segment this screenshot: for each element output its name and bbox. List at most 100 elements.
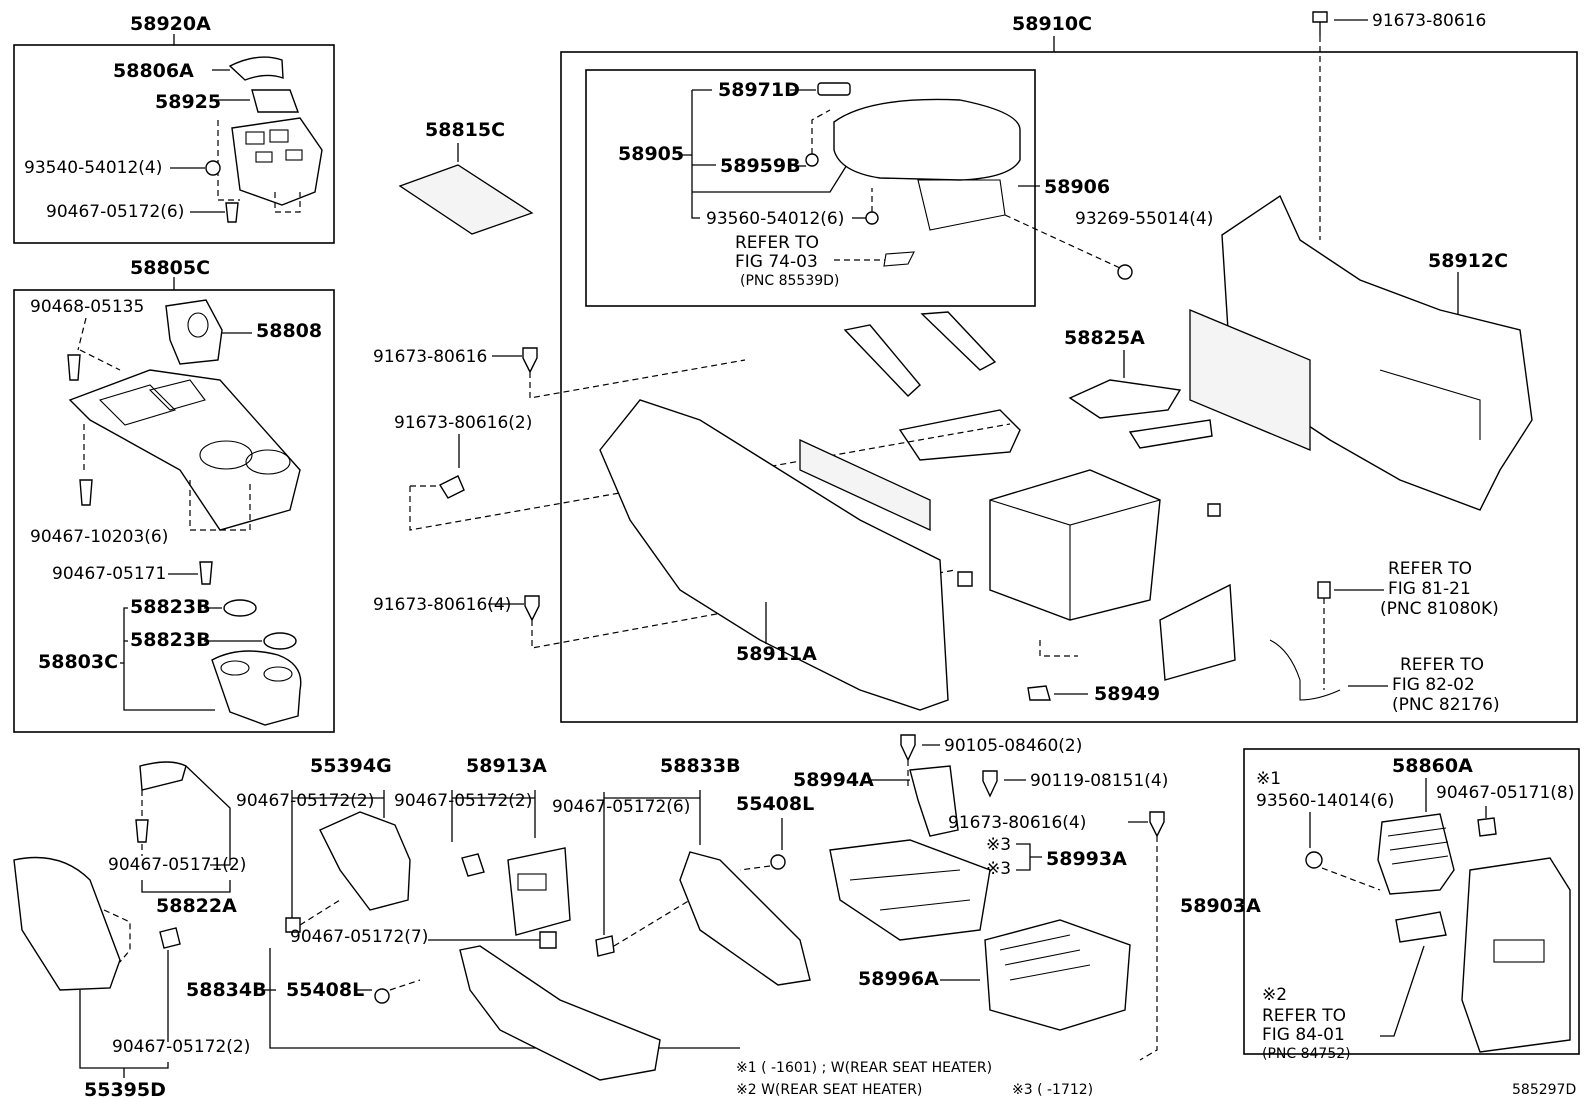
part-58913A-panel [507, 847, 571, 936]
part-58906-armrest [833, 98, 1021, 181]
clip-90467-2a [285, 917, 301, 933]
label-58805C: 58805C [130, 257, 210, 279]
clip-90467-05171a [199, 561, 213, 585]
label-90467-05171a: 90467-05171 [52, 564, 166, 584]
label-refer74-2: FIG 74-03 [735, 252, 818, 272]
screw-91673-4a [524, 595, 540, 622]
label-refer81-1: REFER TO [1388, 559, 1472, 579]
label-58825A: 58825A [1064, 327, 1145, 349]
screw-55408L-b [374, 988, 390, 1004]
clip-90467-7 [539, 931, 557, 949]
label-mark3a: ※3 [986, 835, 1011, 855]
label-58806A: 58806A [113, 60, 194, 82]
label-55408L-a: 55408L [736, 793, 814, 815]
label-90467-05172-2b: 90467-05172(2) [394, 791, 532, 811]
part-58911A-pad [799, 438, 931, 532]
part-58903A-rear-panel [1461, 857, 1571, 1053]
screw-90105 [900, 734, 916, 762]
label-58959B: 58959B [720, 155, 801, 177]
part-58834B-panel [459, 945, 661, 1081]
part-58993A-frame [829, 839, 991, 941]
part-bracket-b [920, 311, 997, 371]
label-58925: 58925 [155, 91, 221, 113]
clip-box-left [957, 571, 973, 587]
screw-93560-14014 [1305, 851, 1323, 869]
screw-93560 [865, 211, 879, 225]
label-90467-05172-6b: 90467-05172(6) [552, 797, 690, 817]
label-90105: 90105-08460(2) [944, 736, 1082, 756]
label-58971D: 58971D [718, 79, 800, 101]
part-58971D [817, 82, 851, 96]
label-58833B: 58833B [660, 755, 741, 777]
label-90467-05172-2a: 90467-05172(2) [236, 791, 374, 811]
label-58949: 58949 [1094, 683, 1160, 705]
label-refer84-2: FIG 84-01 [1262, 1025, 1345, 1045]
footnote-3: ※3 ( -1712) [1012, 1082, 1093, 1098]
label-93269: 93269-55014(4) [1075, 209, 1213, 229]
part-bracket-a [843, 324, 921, 397]
label-91673-2: 91673-80616(2) [394, 413, 532, 433]
label-58996A: 58996A [858, 968, 939, 990]
label-55408L-b: 55408L [286, 979, 364, 1001]
part-console-box [989, 469, 1161, 621]
label-58860A: 58860A [1392, 755, 1473, 777]
part-58806A-lid [228, 56, 284, 81]
label-58912C: 58912C [1428, 250, 1508, 272]
label-91673-4a: 91673-80616(4) [373, 595, 511, 615]
label-58903A: 58903A [1180, 895, 1261, 917]
label-93560-54012: 93560-54012(6) [706, 209, 844, 229]
label-58910C: 58910C [1012, 13, 1092, 35]
part-rear-switch [1395, 911, 1447, 943]
footnote-1: ※1 ( -1601) ; W(REAR SEAT HEATER) [736, 1060, 992, 1076]
label-58834B: 58834B [186, 979, 267, 1001]
footnote-2: ※2 W(REAR SEAT HEATER) [736, 1082, 922, 1098]
label-refer82-1: REFER TO [1400, 655, 1484, 675]
label-refer81-2: FIG 81-21 [1388, 579, 1471, 599]
clip-55395D [159, 927, 181, 949]
label-55394G: 55394G [310, 755, 392, 777]
part-55395D-panel [13, 856, 121, 991]
part-58822A-cover [139, 761, 187, 791]
part-58833B-panel [679, 851, 811, 986]
label-93540: 93540-54012(4) [24, 158, 162, 178]
label-refer82-3: (PNC 82176) [1392, 695, 1500, 715]
part-58860A-vent [1377, 813, 1455, 895]
label-90467-10203: 90467-10203(6) [30, 527, 168, 547]
clip-90467-6b [595, 935, 615, 957]
part-58803C-cupholder [211, 650, 302, 726]
clip-90467-2b [461, 853, 485, 877]
label-58822A: 58822A [156, 895, 237, 917]
label-91673-top: 91673-80616 [1372, 11, 1486, 31]
ring-58823B-1 [223, 599, 257, 617]
part-box-bracket [1159, 583, 1236, 681]
part-58925-mat [251, 89, 299, 113]
connector-81 [1317, 581, 1331, 599]
label-58808: 58808 [256, 320, 322, 342]
screw-91673-2 [439, 475, 465, 499]
clip-box-right [1207, 503, 1221, 517]
clip-90468 [67, 354, 81, 381]
label-91673-4b: 91673-80616(4) [948, 813, 1086, 833]
part-58912C-pad [1189, 309, 1311, 451]
screw-93269 [1117, 264, 1133, 280]
part-console-upper-panel [68, 369, 301, 531]
label-58823B-2: 58823B [130, 629, 211, 651]
label-refer84-1: REFER TO [1262, 1006, 1346, 1026]
screw-90119 [982, 770, 998, 798]
part-58949 [1027, 685, 1051, 701]
diagram-code: 585297D [1512, 1082, 1576, 1098]
label-90468: 90468-05135 [30, 297, 144, 317]
part-58911A-side-panel [599, 399, 949, 711]
label-refer84-3: (PNC 84752) [1262, 1046, 1351, 1062]
label-90467-05171-8: 90467-05171(8) [1436, 783, 1574, 803]
label-58803C: 58803C [38, 651, 118, 673]
label-90467-05172-6a: 90467-05172(6) [46, 202, 184, 222]
screw-58959B [805, 153, 819, 167]
label-mark1: ※1 [1256, 769, 1281, 789]
screw-55408L-a [770, 854, 786, 870]
label-58815C: 58815C [425, 119, 505, 141]
part-55394G-panel [319, 811, 411, 911]
clip-90467-05171-8 [1477, 817, 1497, 837]
label-90119: 90119-08151(4) [1030, 771, 1168, 791]
